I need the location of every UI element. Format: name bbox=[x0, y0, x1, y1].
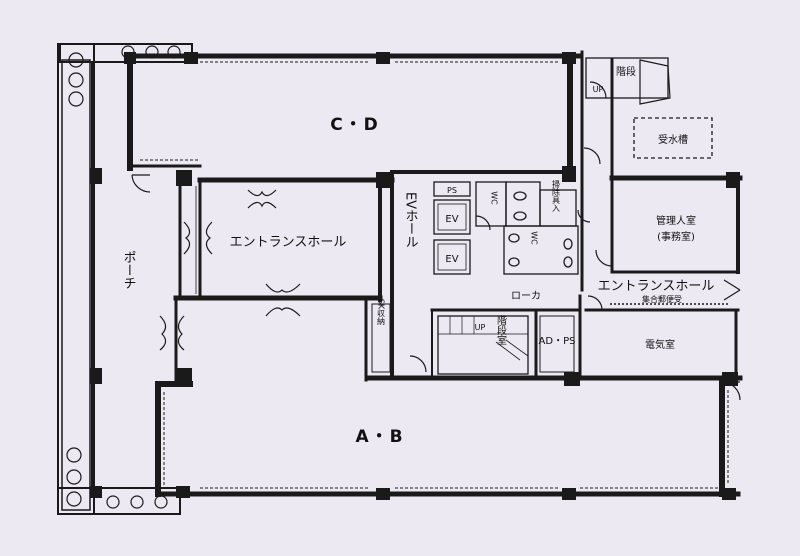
room-label-wc-1: WC bbox=[490, 191, 499, 205]
room-label-entrance-hall-right: エントランスホール bbox=[598, 279, 715, 294]
room-label-storage: 掃除具入 bbox=[552, 179, 561, 212]
room-label-ev-hall: EVホール bbox=[403, 192, 418, 248]
room-label-ab: A・B bbox=[355, 427, 404, 447]
label-up-lower: UP bbox=[475, 323, 486, 332]
room-label-corridor: ローカ bbox=[511, 290, 541, 302]
room-label-manager-room: 管理人室 bbox=[656, 214, 696, 227]
room-label-ps: PS bbox=[447, 186, 457, 195]
room-label-electric-room: 電気室 bbox=[645, 338, 675, 351]
room-label-stairs-top: 階段 bbox=[616, 65, 636, 78]
room-label-wc-2: WC bbox=[530, 231, 539, 245]
core-details bbox=[195, 57, 730, 375]
room-label-porch: ポーチ bbox=[121, 251, 136, 290]
room-label-manager-sub: (事務室) bbox=[657, 230, 695, 243]
planter-bottom-left bbox=[66, 447, 168, 509]
room-label-stairs-lower: 階段室 bbox=[495, 315, 507, 345]
label-mailbox: 集合郵便受 bbox=[642, 294, 682, 304]
label-up-top: UP bbox=[593, 85, 604, 94]
doors bbox=[131, 81, 741, 401]
room-label-ev-2: EV bbox=[445, 254, 458, 265]
label-shelf: SK収納 bbox=[377, 299, 386, 326]
room-label-water-tank: 受水槽 bbox=[658, 133, 688, 146]
room-label-cd: C・D bbox=[330, 115, 380, 135]
columns bbox=[90, 52, 740, 500]
room-label-ad-ps: AD・PS bbox=[539, 336, 576, 347]
walls bbox=[91, 50, 743, 497]
window-lines bbox=[140, 61, 729, 489]
room-label-entrance-hall-left: エントランスホール bbox=[230, 235, 347, 250]
room-label-ev-1: EV bbox=[445, 214, 458, 225]
